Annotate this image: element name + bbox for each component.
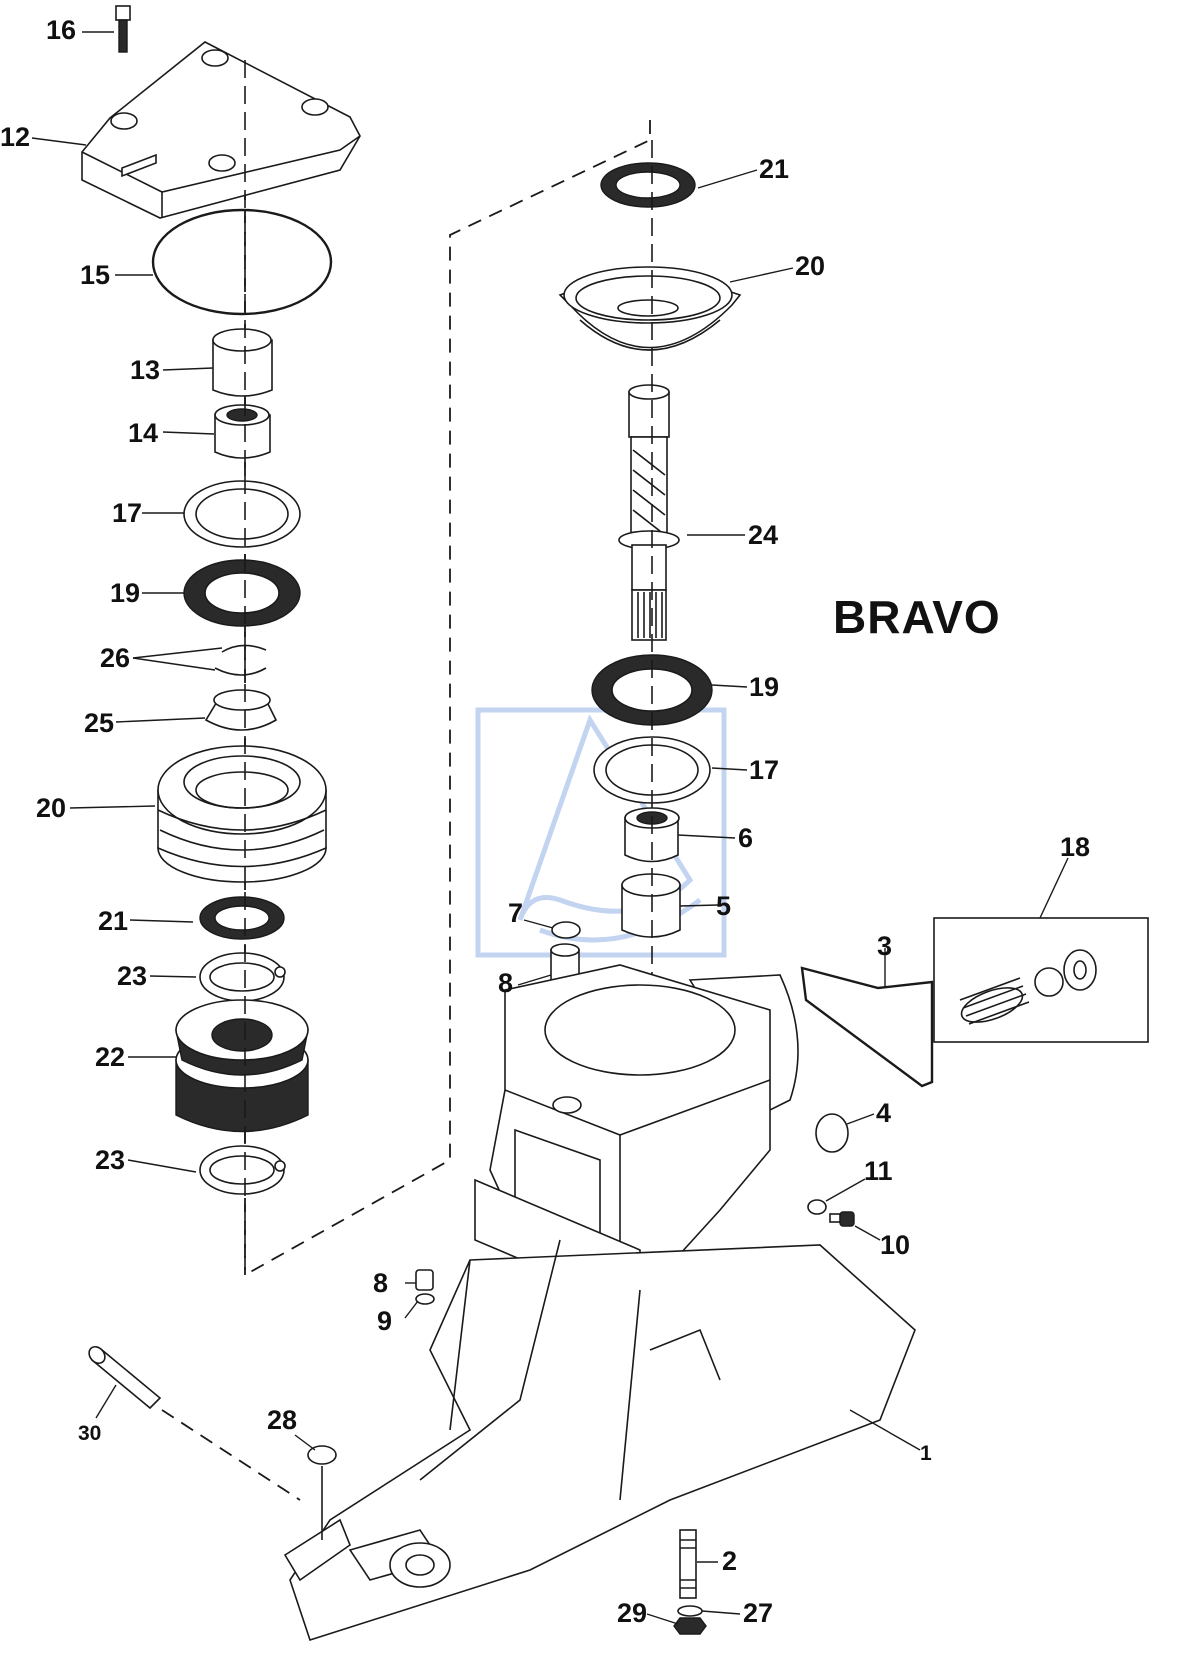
assembly-dashed-line-main	[244, 120, 651, 1276]
part-9-o-ring	[415, 1293, 435, 1305]
part-22-clutch	[175, 999, 309, 1133]
part-20-gear-left	[157, 745, 327, 883]
part-6-needle-bearing	[624, 807, 680, 863]
part-21-thrust-ring-left	[199, 896, 285, 940]
callout-2: 2	[722, 1546, 738, 1576]
part-28-retainer	[307, 1445, 337, 1465]
callout-22: 22	[95, 1042, 126, 1072]
part-13-sleeve	[212, 328, 273, 397]
callout-9: 9	[377, 1306, 393, 1336]
part-5-bushing	[621, 873, 681, 938]
callout-20-right: 20	[795, 251, 826, 281]
leader-lines	[31, 31, 1069, 1625]
part-15-o-ring	[151, 208, 333, 316]
part-3-gasket	[800, 966, 934, 1088]
callout-1: 1	[920, 1442, 932, 1465]
callout-16: 16	[46, 15, 77, 45]
callout-20-left: 20	[36, 793, 67, 823]
part-26-retainer-halves	[214, 644, 267, 676]
callout-25: 25	[84, 708, 115, 738]
callout-30: 30	[78, 1422, 102, 1445]
callout-24: 24	[748, 520, 779, 550]
part-7-o-ring	[551, 921, 581, 939]
part-30-pin	[88, 1345, 162, 1410]
callout-13: 13	[130, 355, 161, 385]
callout-27: 27	[743, 1598, 774, 1628]
part-25-cone	[204, 689, 278, 731]
callout-18: 18	[1060, 832, 1091, 862]
part-10-drain-plug	[829, 1211, 855, 1227]
part-23-retaining-ring-lower	[199, 1145, 286, 1195]
part-12-cover-plate	[81, 41, 361, 219]
callout-4: 4	[876, 1098, 892, 1128]
part-1-gear-housing	[283, 964, 916, 1642]
part-29-nut	[673, 1617, 707, 1635]
callout-21-right: 21	[759, 154, 790, 184]
callout-12: 12	[0, 122, 31, 152]
part-8-bushing-lower	[415, 1269, 434, 1291]
callout-11: 11	[864, 1156, 893, 1186]
callout-14: 14	[128, 418, 159, 448]
part-24-pinion-shaft	[618, 384, 680, 641]
callout-8-lower: 8	[373, 1268, 389, 1298]
part-17-thrust-washer-left	[183, 480, 301, 548]
callout-7: 7	[508, 898, 524, 928]
callout-21-left: 21	[98, 906, 129, 936]
model-title: BRAVO	[833, 591, 1001, 643]
callout-23-upper: 23	[117, 961, 148, 991]
part-23-retaining-ring-upper	[199, 952, 286, 1002]
callout-23-lower: 23	[95, 1145, 126, 1175]
callout-28: 28	[267, 1405, 298, 1435]
callout-15: 15	[80, 260, 111, 290]
part-18-valve-kit	[933, 917, 1149, 1043]
callout-5: 5	[716, 891, 732, 921]
callout-3: 3	[877, 931, 893, 961]
part-4-o-ring	[815, 1113, 849, 1153]
part-27-washer	[677, 1605, 703, 1617]
part-20-gear-right	[558, 266, 742, 351]
part-11-o-ring	[807, 1199, 827, 1215]
part-16-bolt	[115, 5, 131, 53]
part-21-thrust-ring-right	[600, 162, 696, 208]
part-14-needle-bearing	[214, 404, 271, 459]
callout-26: 26	[100, 643, 131, 673]
callout-10: 10	[880, 1230, 911, 1260]
callout-6: 6	[738, 823, 754, 853]
pin-axis	[161, 1409, 301, 1501]
part-19-thrust-bearing-left	[183, 559, 301, 627]
part-2-stud	[679, 1529, 697, 1599]
callout-19-left: 19	[110, 578, 141, 608]
callout-29: 29	[617, 1598, 648, 1628]
callout-19-right: 19	[749, 672, 780, 702]
callout-8-upper: 8	[498, 968, 514, 998]
callout-17-left: 17	[112, 498, 143, 528]
callout-17-right: 17	[749, 755, 780, 785]
